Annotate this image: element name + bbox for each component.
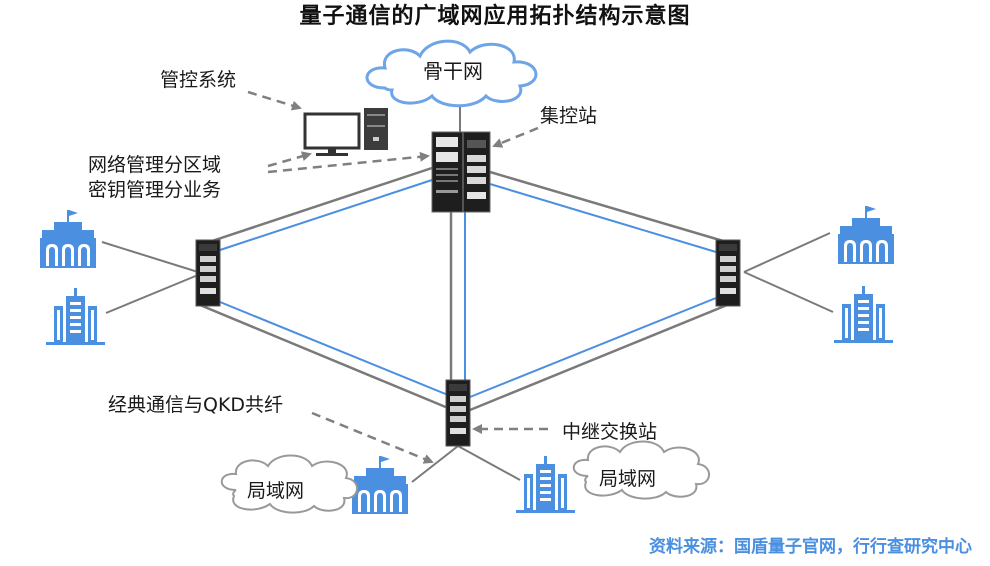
key-management-label: 密钥管理分业务 [88,179,222,201]
relay-station-rack-icon [445,379,471,447]
relay-switch-station-label: 中继交换站 [562,421,658,443]
annotation-arrows [247,90,548,464]
left-node-rack-icon [195,239,221,307]
control-station-label: 集控站 [540,105,598,127]
backbone-cloud-icon [365,39,538,108]
backbone-network-label: 骨干网 [423,59,483,83]
office-tower-icon [516,456,575,513]
link-classical-right-bottom [469,301,733,412]
link-qkd-top-right [489,183,717,253]
network-management-label: 网络管理分区域 [88,154,222,176]
source-caption: 资料来源：国盾量子官网，行行查研究中心 [649,537,972,557]
management-system-label: 管控系统 [160,69,237,91]
right-node-rack-icon [715,239,741,307]
government-building-icon [352,456,408,514]
lan-cloud-right-icon [572,440,710,500]
shared-fiber-label: 经典通信与QKD共纤 [108,394,284,416]
link-classical-left-bottom [199,303,449,410]
link-qkd-top-left [219,179,433,251]
office-tower-icon [46,288,105,345]
link-qkd-right-bottom [469,297,717,398]
link-classical-top-left [199,166,433,247]
lan-left-label: 局域网 [247,480,305,502]
government-building-icon [40,210,96,268]
diagram-title: 量子通信的广域网应用拓扑结构示意图 [299,4,691,29]
office-tower-icon [834,286,893,343]
computer-icon [303,108,388,156]
links [101,98,834,483]
lan-cloud-left-icon [220,454,358,514]
link-classical-top-right [489,170,731,245]
control-station-rack-icon [431,131,491,213]
lan-right-label: 局域网 [599,468,657,490]
government-building-icon [838,206,894,264]
link-qkd-left-bottom [219,301,449,396]
